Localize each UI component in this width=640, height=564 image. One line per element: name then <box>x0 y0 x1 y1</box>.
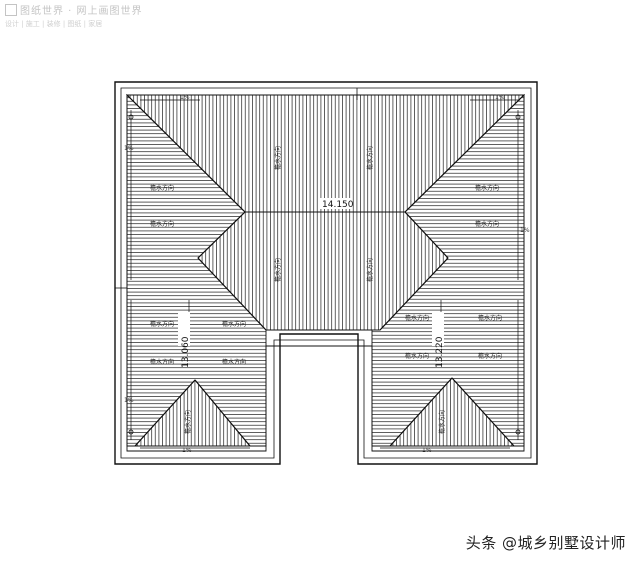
slope-label: 1% <box>182 447 192 454</box>
rafter-label: 檐水方向 <box>366 146 374 170</box>
slope-marks: 1% 1% 1% 1% 1% 1% 1% <box>124 94 530 454</box>
rafter-label: 檐水方向 <box>478 314 502 322</box>
rafter-label: 檐水方向 <box>478 352 502 360</box>
left-wing-elevation: 13.060 <box>181 336 191 368</box>
slope-label: 1% <box>124 145 134 152</box>
rafter-label: 檐水方向 <box>150 320 174 328</box>
rafter-labels: 檐水方向 檐水方向 檐水方向 檐水方向 檐水方向 檐水方向 檐水方向 檐水方向 … <box>150 146 502 434</box>
watermark: 图纸世界 · 网上画图世界 设计 | 施工 | 装修 | 图纸 | 家居 <box>5 4 143 30</box>
slope-label: 1% <box>124 397 134 404</box>
rafter-label: 檐水方向 <box>274 258 282 282</box>
watermark-subtitle: 设计 | 施工 | 装修 | 图纸 | 家居 <box>5 20 103 28</box>
roof-planes <box>125 93 526 447</box>
watermark-title: 图纸世界 · 网上画图世界 <box>20 6 143 17</box>
rafter-label: 檐水方向 <box>475 184 499 192</box>
author-credit: 头条 @城乡别墅设计师 <box>465 534 626 552</box>
elevation-marks: 14.150 13.060 13.220 <box>178 198 445 368</box>
slope-label: 1% <box>495 94 505 101</box>
rafter-label: 檐水方向 <box>405 352 429 360</box>
slope-label: 1% <box>422 447 432 454</box>
hip-lines <box>126 94 525 447</box>
rafter-label: 檐水方向 <box>475 220 499 228</box>
downpipe-marks <box>115 88 521 435</box>
rafter-label: 檐水方向 <box>150 220 174 228</box>
rafter-label: 檐水方向 <box>405 314 429 322</box>
rafter-label: 檐水方向 <box>184 410 192 434</box>
rafter-label: 檐水方向 <box>150 358 174 366</box>
slope-label: 1% <box>520 227 530 234</box>
slope-label: 1% <box>180 94 190 101</box>
rafter-label: 檐水方向 <box>222 358 246 366</box>
rafter-label: 檐水方向 <box>150 184 174 192</box>
watermark-logo-icon <box>5 4 17 16</box>
right-wing-elevation: 13.220 <box>435 336 445 368</box>
rafter-label: 檐水方向 <box>274 146 282 170</box>
rafter-label: 檐水方向 <box>438 410 446 434</box>
rafter-label: 檐水方向 <box>222 320 246 328</box>
ridge-elevation: 14.150 <box>322 200 354 210</box>
rafter-label: 檐水方向 <box>366 258 374 282</box>
